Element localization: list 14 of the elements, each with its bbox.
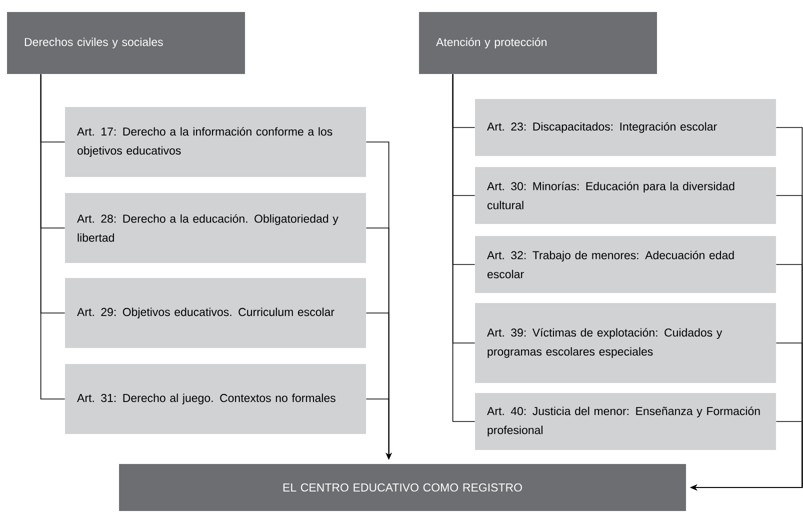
article-box: Art. 30: Minorías: Educación para la diversidad cultural bbox=[475, 167, 776, 224]
connector bbox=[452, 74, 476, 422]
article-box: Art. 23: Discapacitados: Integración escolar bbox=[475, 99, 776, 156]
article-box: Art. 31: Derecho al juego. Contextos no formales bbox=[65, 364, 366, 434]
article-box: Art. 17: Derecho a la información conforme a los objetivos educativos bbox=[65, 107, 366, 177]
connector bbox=[40, 74, 66, 400]
header-box: Derechos civiles y sociales bbox=[7, 12, 245, 74]
article-box: Art. 40: Justicia del menor: Enseñanza y Formación profesional bbox=[475, 393, 776, 450]
header-box: Atención y protección bbox=[419, 12, 657, 74]
article-box: Art. 32: Trabajo de menores: Adecuación edad escolar bbox=[475, 236, 776, 293]
result-box: EL CENTRO EDUCATIVO COMO REGISTRO bbox=[119, 464, 686, 511]
article-box: Art. 28: Derecho a la educación. Obligatoriedad y libertad bbox=[65, 193, 366, 263]
article-box: Art. 29: Objetivos educativos. Curriculum escolar bbox=[65, 278, 366, 348]
article-box: Art. 39: Víctimas de explotación: Cuidados y programas escolares especiales bbox=[475, 303, 776, 383]
